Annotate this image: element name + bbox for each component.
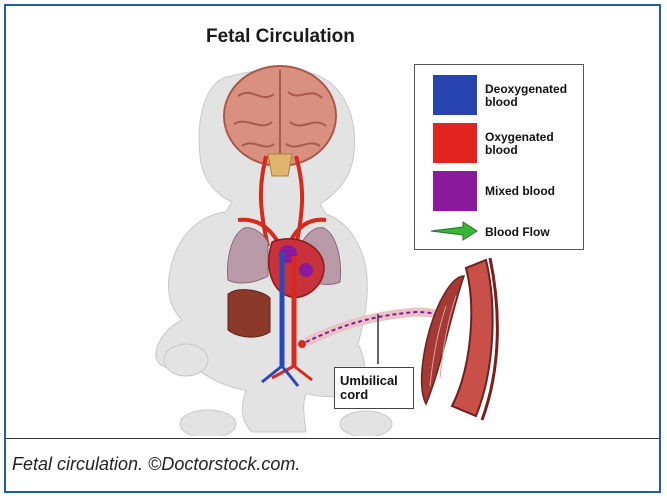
legend-label-mixed: Mixed blood [485,185,581,198]
figure-caption: Fetal circulation. ©Doctorstock.com. [12,454,300,475]
diagram-title: Fetal Circulation [206,26,386,48]
caption-divider [6,438,659,439]
green-arrow-icon [429,221,479,241]
umbilical-cord-label: Umbilical cord [334,367,414,409]
legend-label-blood-flow: Blood Flow [485,226,581,239]
legend-swatch-oxygenated [433,123,477,163]
legend-label-deoxygenated: Deoxygenated blood [485,83,581,109]
liver [228,290,270,337]
legend-label-oxygenated: Oxygenated blood [485,131,581,157]
legend-swatch-deoxygenated [433,75,477,115]
legend-swatch-mixed [433,171,477,211]
legend: Deoxygenated blood Oxygenated blood Mixe… [414,64,584,250]
placenta [422,258,498,420]
figure-frame: Fetal Circulation Deoxygenated blood Oxy… [4,4,661,493]
